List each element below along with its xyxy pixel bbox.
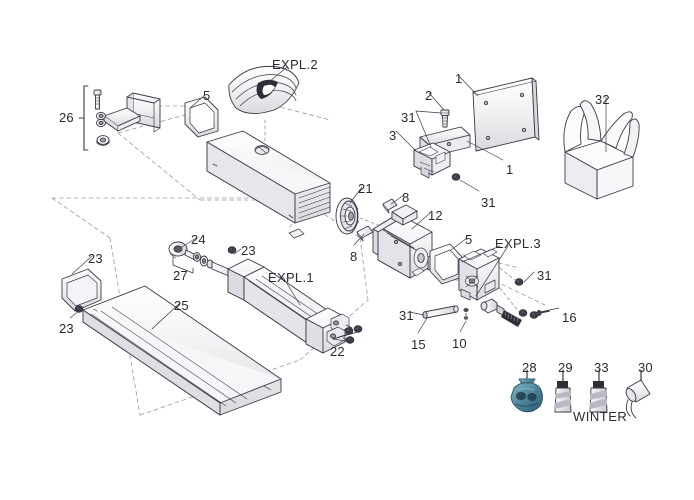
part-8-shaft-key-a xyxy=(382,198,398,214)
callout-expl-3-15: EXPL.3 xyxy=(495,236,541,251)
part-2-bolt xyxy=(440,109,450,128)
callout-31-18: 31 xyxy=(399,308,414,323)
callout-2-4: 2 xyxy=(425,88,433,103)
part-28-grease-gun xyxy=(510,369,543,413)
part-31-nut-b xyxy=(514,278,524,286)
callout-8-11: 8 xyxy=(402,190,410,205)
part-23-end-cap xyxy=(61,268,102,312)
part-3-clamp-bracket xyxy=(413,142,451,179)
part-1-mounting-plate xyxy=(472,77,540,152)
callout-10-20: 10 xyxy=(452,336,467,351)
callout-23-27: 23 xyxy=(59,321,74,336)
part-29-oil-bottle xyxy=(554,369,572,413)
part-27-washer-set xyxy=(172,252,214,274)
callout-31-16: 31 xyxy=(537,268,552,283)
callout-5-1: 5 xyxy=(203,88,211,103)
callout-27-24: 27 xyxy=(173,268,188,283)
part-32-carton-box xyxy=(563,100,640,200)
part-15-roll-pin xyxy=(422,305,459,319)
callout-12-12: 12 xyxy=(428,208,443,223)
part-23-screw-a xyxy=(74,305,84,313)
part-12-electric-motor xyxy=(372,204,433,279)
callout-5-14: 5 xyxy=(465,232,473,247)
part-31-nut-c xyxy=(518,309,528,317)
callout-expl-2-2: EXPL.2 xyxy=(272,57,318,72)
part-25-cover-channel xyxy=(82,285,282,416)
callout-21-10: 21 xyxy=(358,181,373,196)
part-5-pump-gasket xyxy=(429,243,463,285)
part-expl3-pump-housing xyxy=(458,248,500,301)
callout-22-28: 22 xyxy=(330,344,345,359)
callout-24-21: 24 xyxy=(191,232,206,247)
callout-23-22: 23 xyxy=(241,243,256,258)
callout-23-23: 23 xyxy=(88,251,103,266)
callout-16-17: 16 xyxy=(562,310,577,325)
part-5-tank-gasket xyxy=(184,96,219,138)
part-33-winter-fluid-bottle xyxy=(589,369,608,413)
part-10-small-fitting xyxy=(463,308,469,320)
part-expl1-cylinder xyxy=(211,258,353,354)
callout-33-31: 33 xyxy=(594,360,609,375)
part-23-screw-b xyxy=(227,246,237,254)
callout-29-30: 29 xyxy=(558,360,573,375)
part-tank-body xyxy=(206,119,331,239)
callout-8-13: 8 xyxy=(350,249,358,264)
callout-28-29: 28 xyxy=(522,360,537,375)
callout-31-5: 31 xyxy=(401,110,416,125)
part-30-hose-coil xyxy=(625,369,651,419)
callout-32-9: 32 xyxy=(595,92,610,107)
callout-26-0: 26 xyxy=(59,110,74,125)
callout-31-8: 31 xyxy=(481,195,496,210)
callout-25-26: 25 xyxy=(174,298,189,313)
callout-30-32: 30 xyxy=(638,360,653,375)
part-expl2-tank-cover xyxy=(228,65,300,114)
part-21-cooling-fan xyxy=(335,197,379,235)
callout-expl-1-25: EXPL.1 xyxy=(268,270,314,285)
part-pressure-valve xyxy=(480,298,522,327)
callout-winter-33: WINTER xyxy=(573,409,628,424)
callout-1-3: 1 xyxy=(455,71,463,86)
part-16-screw xyxy=(536,310,550,316)
part-26-bracket-kit xyxy=(78,85,161,151)
callout-3-6: 3 xyxy=(389,128,397,143)
part-31-nut-a xyxy=(451,173,461,181)
callout-1-7: 1 xyxy=(506,162,514,177)
callout-15-19: 15 xyxy=(411,337,426,352)
